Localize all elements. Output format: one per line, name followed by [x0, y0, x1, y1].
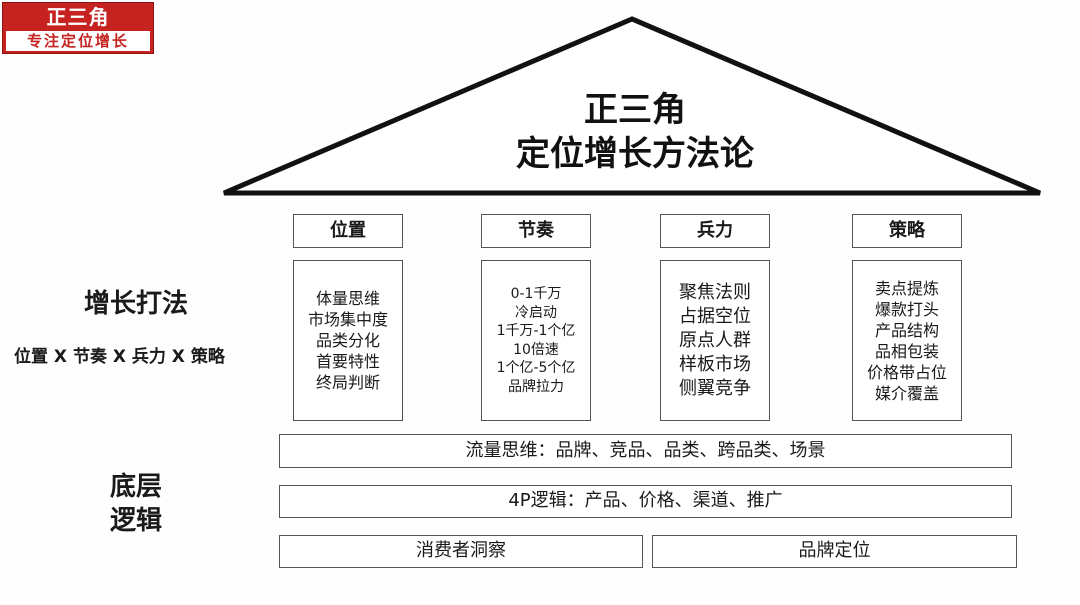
consumer-insight-bar: 消费者洞察 — [279, 535, 643, 568]
pillar-body-forces: 聚焦法则 占据空位 原点人群 样板市场 侧翼竞争 — [660, 260, 770, 421]
pillar-body-position: 体量思维 市场集中度 品类分化 首要特性 终局判断 — [293, 260, 403, 421]
pillar-item: 首要特性 — [315, 352, 380, 371]
base-logic-label: 底层 逻辑 — [76, 470, 196, 538]
pillar-item: 体量思维 — [315, 289, 380, 308]
pillar-header-position: 位置 — [293, 214, 403, 248]
roof-title-line2: 定位增长方法论 — [516, 134, 754, 174]
logo-title: 正三角 — [46, 5, 110, 29]
growth-formula: 位置 X 节奏 X 兵力 X 策略 — [14, 347, 225, 367]
roof-title-line1: 正三角 — [584, 90, 686, 130]
brand-positioning-bar: 品牌定位 — [652, 535, 1017, 568]
pillar-header-strategy: 策略 — [852, 214, 962, 248]
pillar-item: 卖点提炼 — [874, 278, 939, 298]
pillar-item: 原点人群 — [679, 329, 751, 351]
pillar-item: 0-1千万 — [510, 286, 562, 302]
pillar-item: 1千万-1个亿 — [496, 323, 576, 339]
pillar-item: 10倍速 — [513, 341, 559, 358]
base-label-line2: 逻辑 — [109, 506, 162, 536]
pillar-item: 占据空位 — [679, 305, 751, 327]
pillar-item: 冷启动 — [515, 304, 557, 321]
pillar-item: 品类分化 — [315, 331, 380, 350]
roof-title: 正三角 定位增长方法论 — [430, 88, 840, 176]
pillar-body-rhythm: 0-1千万 冷启动 1千万-1个亿 10倍速 1个亿-5个亿 品牌拉力 — [481, 260, 591, 421]
pillar-item: 爆款打头 — [874, 299, 939, 319]
growth-title: 增长打法 — [83, 289, 188, 319]
pillar-item: 媒介覆盖 — [874, 383, 939, 403]
pillar-item: 侧翼竞争 — [679, 377, 751, 399]
pillar-header-forces: 兵力 — [660, 214, 770, 248]
pillar-item: 样板市场 — [679, 353, 751, 375]
logo-tagline: 专注定位增长 — [6, 31, 150, 51]
pillar-item: 聚焦法则 — [679, 281, 751, 303]
pillar-header-rhythm: 节奏 — [481, 214, 591, 248]
pillar-item: 1个亿-5个亿 — [496, 360, 576, 376]
roof-triangle — [223, 16, 1041, 196]
pillar-body-strategy: 卖点提炼 爆款打头 产品结构 品相包装 价格带占位 媒介覆盖 — [852, 260, 962, 421]
four-p-logic-bar: 4P逻辑：产品、价格、渠道、推广 — [279, 485, 1012, 518]
pillar-item: 市场集中度 — [307, 310, 388, 329]
pillar-item: 价格带占位 — [866, 362, 947, 382]
pillar-item: 产品结构 — [874, 320, 939, 340]
pillar-item: 品相包装 — [874, 341, 939, 361]
brand-logo: 正三角 专注定位增长 — [2, 2, 154, 54]
pillar-item: 终局判断 — [315, 373, 380, 392]
pillar-item: 品牌拉力 — [508, 378, 564, 395]
base-label-line1: 底层 — [109, 472, 162, 502]
traffic-thinking-bar: 流量思维：品牌、竞品、品类、跨品类、场景 — [279, 434, 1012, 468]
